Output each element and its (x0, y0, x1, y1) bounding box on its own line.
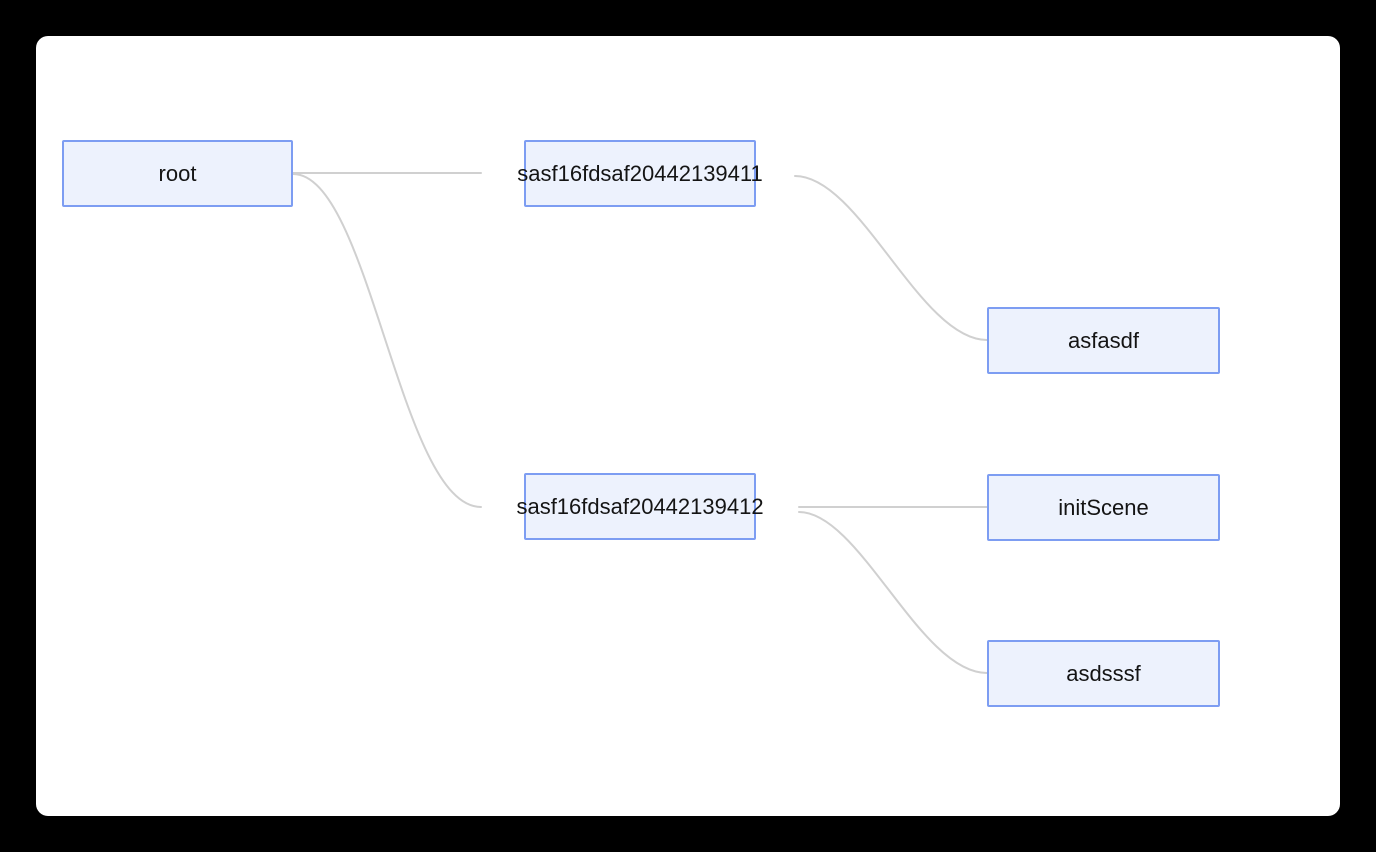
node-asdsssf-label: asdsssf (1066, 660, 1141, 686)
node-asfasdf[interactable]: asfasdf (987, 307, 1220, 374)
node-sasf16fdsaf20442139411-label: sasf16fdsaf20442139411 (517, 160, 763, 186)
node-sasf16fdsaf20442139412-label: sasf16fdsaf20442139412 (516, 493, 764, 519)
node-sasf16fdsaf20442139412[interactable]: sasf16fdsaf20442139412 (516, 473, 764, 540)
node-initscene-label: initScene (1058, 494, 1149, 520)
node-root-label: root (158, 160, 197, 186)
node-initscene[interactable]: initScene (987, 474, 1220, 541)
node-asdsssf[interactable]: asdsssf (987, 640, 1220, 707)
node-root[interactable]: root (62, 140, 293, 207)
node-asfasdf-label: asfasdf (1068, 327, 1139, 353)
node-sasf16fdsaf20442139411[interactable]: sasf16fdsaf20442139411 (517, 140, 763, 207)
